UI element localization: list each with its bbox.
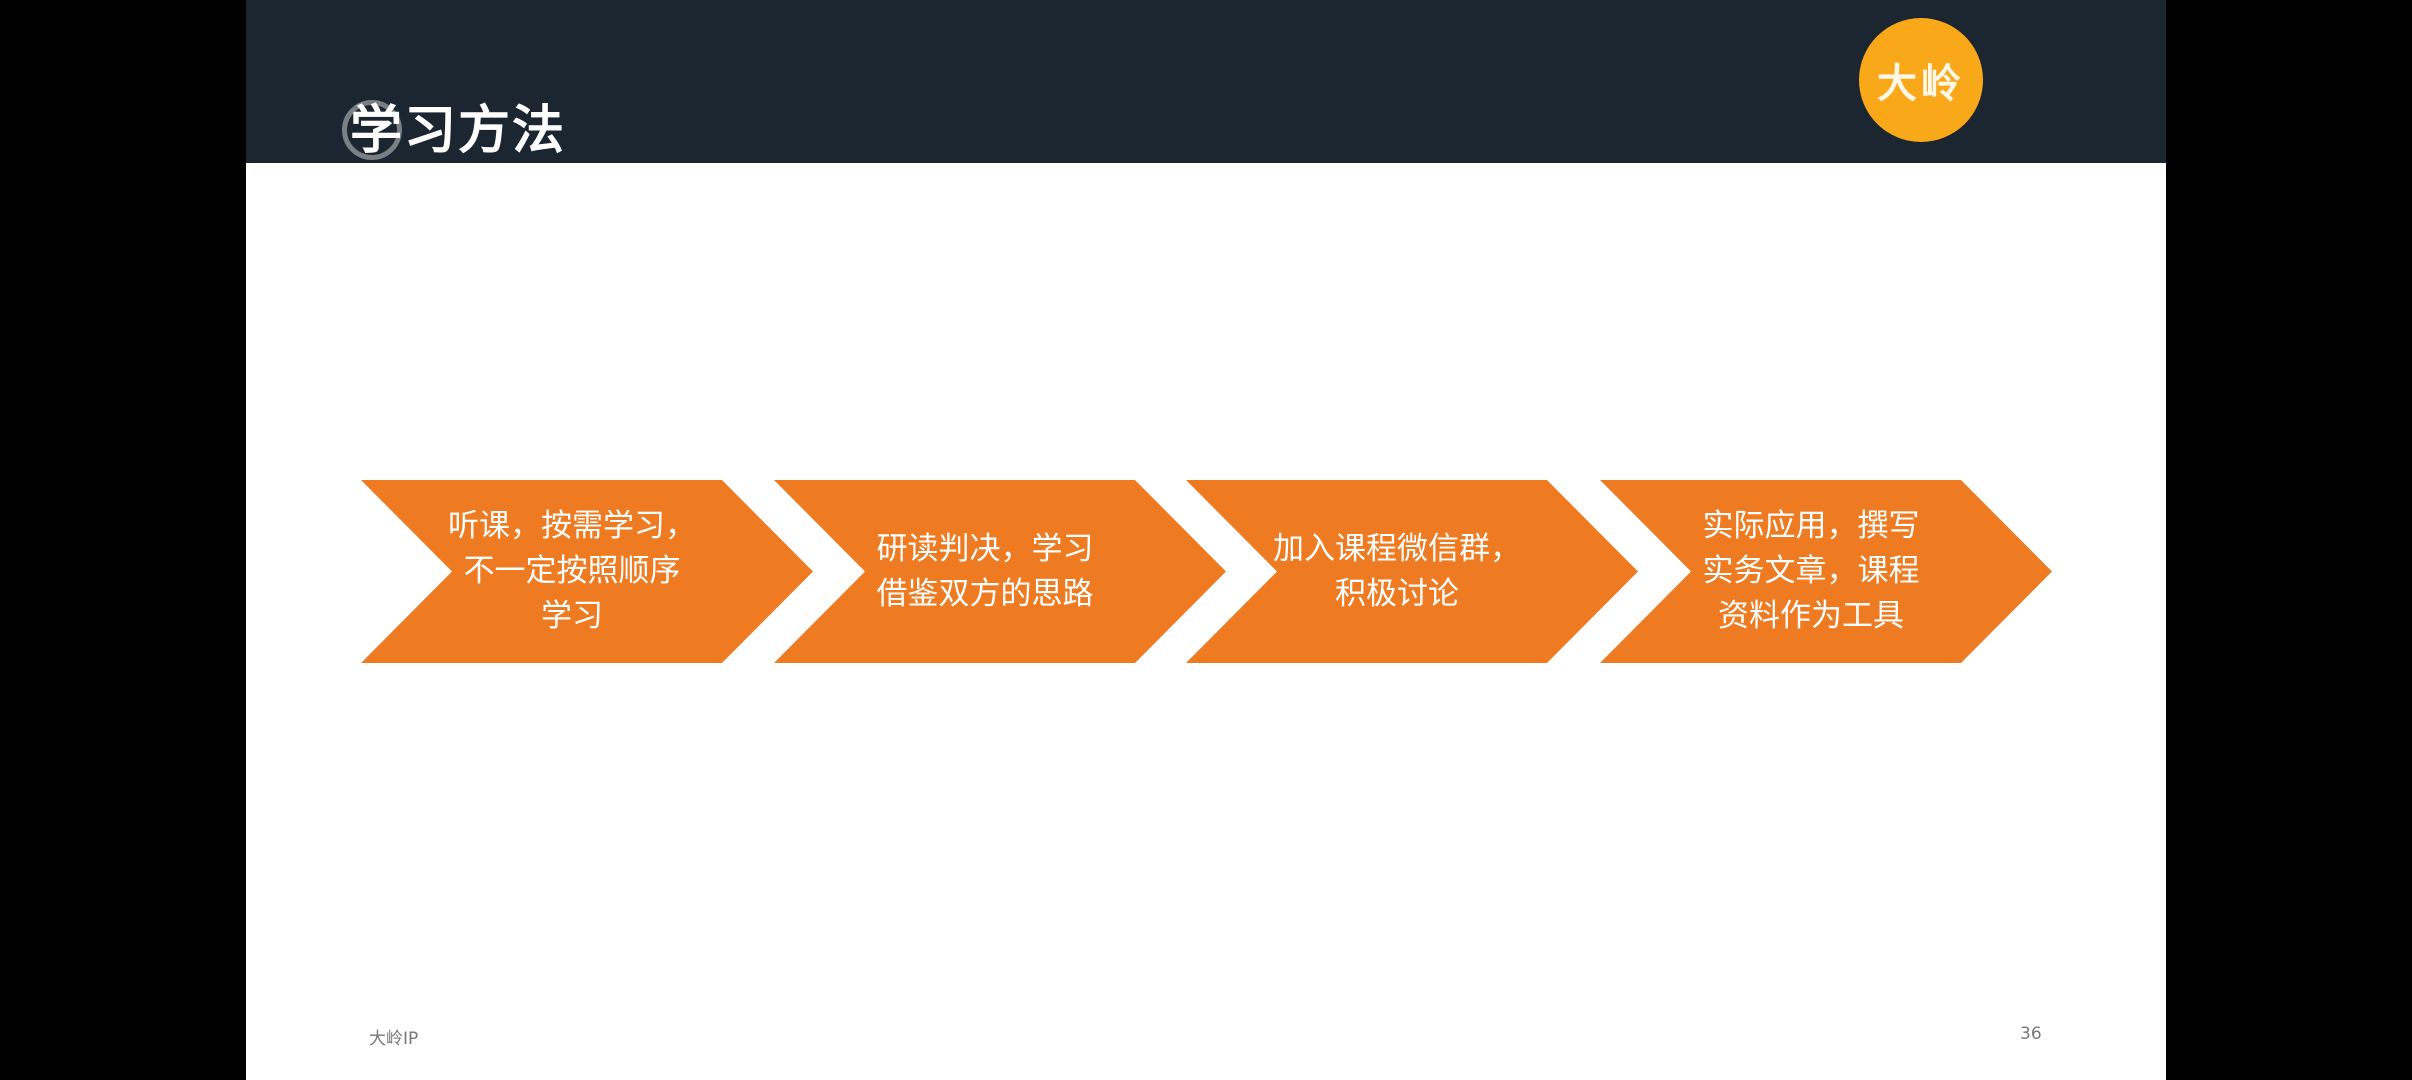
step-text-line: 实务文章，课程 <box>1702 553 1920 589</box>
step-text-line: 实际应用，撰写 <box>1702 508 1920 544</box>
step-text-line: 资料作为工具 <box>1718 598 1904 634</box>
step-text-line: 不一定按照顺序 <box>463 553 681 589</box>
process-step-2: 研读判决，学习 借鉴双方的思路 <box>774 480 1226 663</box>
watermark-icon <box>342 100 402 160</box>
step-text-line: 积极讨论 <box>1335 575 1459 612</box>
slide-title: 学习方法 <box>350 101 567 161</box>
step-text-line: 借鉴双方的思路 <box>876 575 1094 612</box>
page-number: 36 <box>2020 1024 2042 1044</box>
logo: 大岭 <box>1859 18 1983 142</box>
step-text-line: 听课，按需学习， <box>448 508 696 544</box>
footer-brand: 大岭IP <box>369 1029 419 1049</box>
step-text-line: 加入课程微信群， <box>1273 530 1521 567</box>
step-text-line: 学习 <box>541 598 603 634</box>
process-step-3: 加入课程微信群， 积极讨论 <box>1186 480 1638 663</box>
slide: 学习方法 大岭 听课，按需学习， 不一定按照顺序 学习 研读判决，学习 借鉴双方… <box>246 0 2166 1080</box>
process-step-1: 听课，按需学习， 不一定按照顺序 学习 <box>361 480 813 663</box>
step-text-line: 研读判决，学习 <box>876 530 1094 567</box>
process-step-4: 实际应用，撰写 实务文章，课程 资料作为工具 <box>1600 480 2052 663</box>
slide-header: 学习方法 大岭 <box>246 0 2166 163</box>
